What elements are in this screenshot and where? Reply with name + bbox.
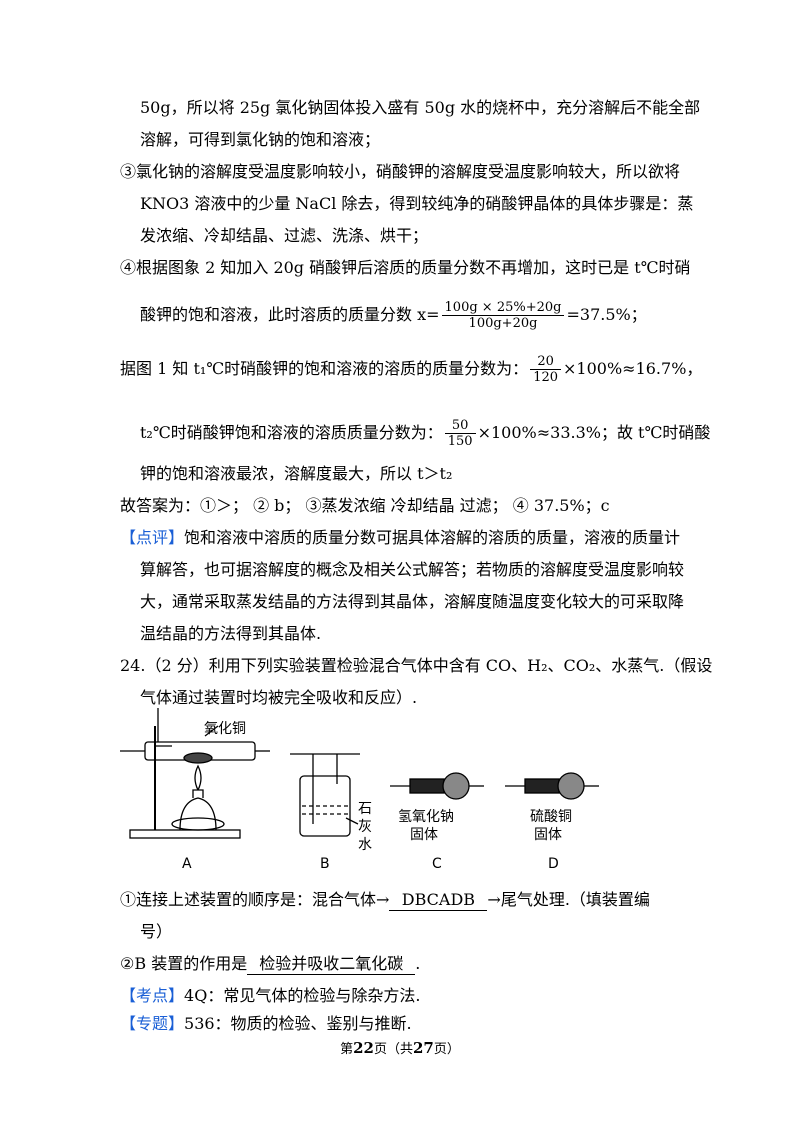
comment-line: 【点评】饱和溶液中溶质的质量分数可据具体溶解的溶质的质量，溶液的质量计 bbox=[120, 528, 680, 548]
formula-prefix: 酸钾的饱和溶液，此时溶质的质量分数 x= bbox=[140, 305, 440, 324]
knowledge-tag: 【考点】 bbox=[120, 986, 185, 1005]
drying-tube-bulb bbox=[557, 772, 585, 800]
label-pointer bbox=[345, 817, 359, 825]
comment-tag: 【点评】 bbox=[120, 528, 185, 547]
label-sodium-hydroxide: 固体 bbox=[410, 827, 438, 843]
knowledge-text: 4Q：常见气体的检验与除杂方法. bbox=[184, 986, 421, 1005]
lamp-base bbox=[171, 817, 225, 831]
label-limewater: 石 bbox=[358, 801, 372, 817]
text-line: 算解答，也可据溶解度的概念及相关公式解答；若物质的溶解度受温度影响较 bbox=[140, 560, 685, 579]
formula-suffix: ×100%≈33.3%；故 t℃时硝酸 bbox=[477, 423, 711, 442]
apparatus-drawing bbox=[120, 708, 599, 839]
text-line: 钾的饱和溶液最浓，溶解度最大，所以 t＞t₂ bbox=[140, 464, 453, 483]
label-pointer bbox=[204, 725, 219, 737]
topic-line: 【专题】536：物质的检验、鉴别与推断. bbox=[120, 1014, 412, 1034]
text-line: KNO3 溶液中的少量 NaCl 除去，得到较纯净的硝酸钾晶体的具体步骤是：蒸 bbox=[140, 194, 694, 213]
comment-text: 饱和溶液中溶质的质量分数可据具体溶解的溶质的质量，溶液的质量计 bbox=[184, 528, 681, 547]
alcohol-lamp bbox=[179, 797, 217, 831]
apparatus-figure: 氧化铜 石 灰 水 氢氧化钠 固体 硫酸铜 固体 A B C D bbox=[110, 706, 610, 876]
text-line: 溶解，可得到氯化钠的饱和溶液； bbox=[140, 130, 381, 149]
label-copper-oxide: 氧化铜 bbox=[204, 721, 246, 737]
lamp-neck bbox=[192, 789, 204, 798]
caption-c: C bbox=[432, 856, 442, 872]
formula-suffix: =37.5%； bbox=[566, 305, 647, 324]
footer-text: 页（共 bbox=[373, 1042, 413, 1057]
question-text: →尾气处理.（填装置编 bbox=[487, 890, 650, 909]
text-line: 大，通常采取蒸发结晶的方法得到其晶体，溶解度随温度变化较大的可采取降 bbox=[140, 592, 685, 611]
caption-b: B bbox=[320, 856, 330, 872]
answer-blank: 检验并吸收二氧化碳 bbox=[247, 954, 416, 975]
topic-tag: 【专题】 bbox=[120, 1014, 185, 1033]
text-line: ③氯化钠的溶解度受温度影响较小，硝酸钾的溶解度受温度影响较大，所以欲将 bbox=[120, 162, 681, 181]
fraction-numerator: 100g × 25%+20g bbox=[441, 300, 565, 316]
washing-bottle bbox=[299, 775, 351, 837]
lamp-flame bbox=[194, 764, 202, 791]
knowledge-line: 【考点】4Q：常见气体的检验与除杂方法. bbox=[120, 986, 420, 1006]
formula-suffix: ×100%≈16.7%， bbox=[563, 359, 703, 378]
fraction-denominator: 150 bbox=[447, 434, 473, 449]
page-total: 27 bbox=[413, 1039, 434, 1057]
label-sodium-hydroxide: 氢氧化钠 bbox=[398, 809, 454, 825]
label-limewater: 灰 bbox=[358, 819, 372, 835]
question-line: ②B 装置的作用是检验并吸收二氧化碳. bbox=[120, 954, 420, 975]
drying-tube-body bbox=[409, 778, 445, 794]
label-copper-sulfate: 固体 bbox=[534, 827, 562, 843]
footer-text: 第 bbox=[340, 1042, 354, 1057]
copper-oxide bbox=[183, 752, 213, 764]
text-line: 温结晶的方法得到其晶体. bbox=[140, 624, 322, 643]
caption-d: D bbox=[548, 856, 559, 872]
page-footer: 第22页（共27页） bbox=[0, 1038, 800, 1057]
fraction-denominator: 100g+20g bbox=[468, 316, 538, 331]
text-line: ④根据图象 2 知加入 20g 硝酸钾后溶质的质量分数不再增加，这时已是 t℃时… bbox=[120, 258, 691, 277]
question-text: ②B 装置的作用是 bbox=[120, 954, 248, 973]
topic-text: 536：物质的检验、鉴别与推断. bbox=[184, 1014, 412, 1033]
stand-base bbox=[129, 829, 241, 839]
text-line: 气体通过装置时均被完全吸收和反应）. bbox=[140, 688, 418, 707]
text-line: 50g，所以将 25g 氯化钠固体投入盛有 50g 水的烧杯中，充分溶解后不能全… bbox=[140, 98, 701, 117]
drying-tube-body bbox=[524, 778, 560, 794]
drying-tube-bulb bbox=[442, 772, 470, 800]
answer-blank: DBCADB bbox=[389, 890, 488, 911]
label-limewater: 水 bbox=[358, 837, 372, 853]
fraction-numerator: 50 bbox=[444, 418, 476, 434]
question-text: . bbox=[415, 954, 421, 973]
question-text: ①连接上述装置的顺序是：混合气体→ bbox=[120, 890, 390, 909]
footer-text: 页） bbox=[433, 1042, 460, 1057]
fraction-numerator: 20 bbox=[530, 354, 562, 370]
fraction-denominator: 120 bbox=[533, 370, 559, 385]
question-line: 24.（2 分）利用下列实验装置检验混合气体中含有 CO、H₂、CO₂、水蒸气.… bbox=[120, 656, 713, 675]
label-copper-sulfate: 硫酸铜 bbox=[530, 809, 572, 825]
formula-prefix: t₂℃时硝酸钾饱和溶液的溶质质量分数为： bbox=[140, 423, 443, 442]
answer-line: 故答案为：①＞； ② b； ③蒸发浓缩 冷却结晶 过滤； ④ 37.5%；c bbox=[120, 496, 610, 515]
formula-prefix: 据图 1 知 t₁℃时硝酸钾的饱和溶液的溶质的质量分数为： bbox=[120, 359, 529, 378]
question-line: ①连接上述装置的顺序是：混合气体→DBCADB→尾气处理.（填装置编 bbox=[120, 890, 650, 911]
caption-a: A bbox=[182, 856, 192, 872]
text-line: 号） bbox=[140, 922, 173, 941]
text-line: 发浓缩、冷却结晶、过滤、洗涤、烘干； bbox=[140, 226, 429, 245]
page-number: 22 bbox=[353, 1039, 374, 1057]
